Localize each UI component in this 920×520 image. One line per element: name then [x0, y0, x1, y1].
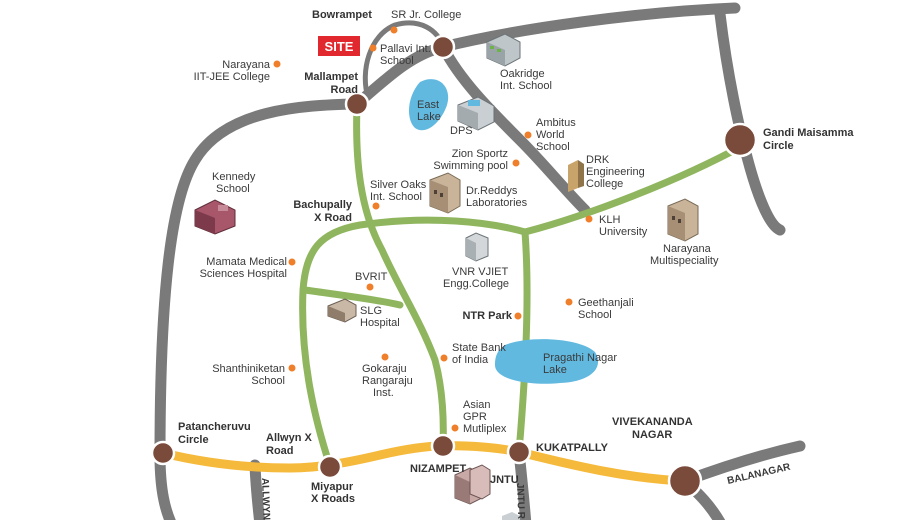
poi-dot-bvrit: [366, 283, 374, 291]
poi-dot-zion: [512, 159, 520, 167]
junction-patancheruvu: [150, 440, 176, 466]
road-diagonal: [437, 41, 591, 216]
label-jntu: JNTU: [490, 474, 519, 486]
label-nizampet: NIZAMPET: [410, 463, 467, 475]
junction-nizampet: [430, 433, 456, 459]
road-east-vertical: [714, 8, 786, 236]
kennedy-school-building-icon: [194, 199, 236, 235]
junction-vivekananda: [667, 463, 703, 499]
label-road-allwyn: ALLWYN: [259, 478, 271, 520]
road-mallampet-south: [353, 100, 447, 450]
poi-dot-klh: [585, 215, 593, 223]
pragathi-lake-shape: [495, 339, 599, 384]
site-box: [318, 36, 360, 56]
road-bvrit-link: [301, 286, 404, 309]
poi-dot-ntr-park: [514, 312, 522, 320]
label-ntr-park: NTR Park: [462, 310, 512, 322]
poi-dot-sr-jr-college: [390, 26, 398, 34]
poi-dot-pallavi: [369, 44, 377, 52]
label-bvrit: BVRIT: [355, 271, 388, 283]
drk-building-icon: [568, 160, 584, 192]
site-loop-road: [362, 20, 446, 99]
poi-dots: [273, 26, 593, 432]
junction-kukatpally: [506, 439, 532, 465]
slg-hospital-building-icon: [327, 298, 357, 323]
road-outer-ring: [154, 98, 363, 520]
junction-miyapur: [317, 454, 343, 480]
poi-dot-silver-oaks: [372, 202, 380, 210]
site-marker: SITE: [318, 36, 360, 56]
label-kukatpally: KUKATPALLY: [536, 442, 609, 454]
poi-dot-geethanjali: [565, 298, 573, 306]
poi-dot-narayana-iit: [273, 60, 281, 68]
road-bachupally-loop: [299, 141, 748, 470]
label-road-jntu: JNTU R: [514, 483, 526, 520]
building-icons: [194, 33, 699, 520]
poi-dot-mamata: [288, 258, 296, 266]
label-sr-jr-college: SR Jr. College: [391, 9, 461, 21]
dps-building-icon: [457, 96, 495, 131]
label-dps: DPS: [450, 125, 473, 137]
poi-dot-ambitus: [524, 131, 532, 139]
junction-mallampet: [344, 91, 370, 117]
oakridge-building-icon: [486, 33, 521, 67]
vnr-vjiet-building-icon: [465, 232, 489, 262]
junction-markers: [150, 34, 758, 499]
poi-dot-shanthiniketan: [288, 364, 296, 372]
label-pallavi: Pallavi Int.School: [380, 43, 431, 67]
east-lake-shape: [408, 79, 449, 131]
road-north-east: [351, 2, 741, 110]
poi-dot-asian-gpr: [451, 424, 459, 432]
junction-gandi-maisamma: [722, 122, 758, 158]
site-label: SITE: [325, 39, 354, 54]
road-allwyn: [249, 459, 266, 520]
jntu-road-building-icon: [502, 512, 520, 520]
label-bowrampet: Bowrampet: [312, 9, 372, 21]
poi-dot-sbi: [440, 354, 448, 362]
poi-dot-gokaraju: [381, 353, 389, 361]
yellow-highway: [158, 441, 690, 486]
dr-reddys-building-icon: [429, 172, 461, 214]
jntu-building-icon: [454, 464, 491, 505]
narayana-multi-building-icon: [667, 198, 699, 242]
junction-bowrampet: [430, 34, 456, 60]
